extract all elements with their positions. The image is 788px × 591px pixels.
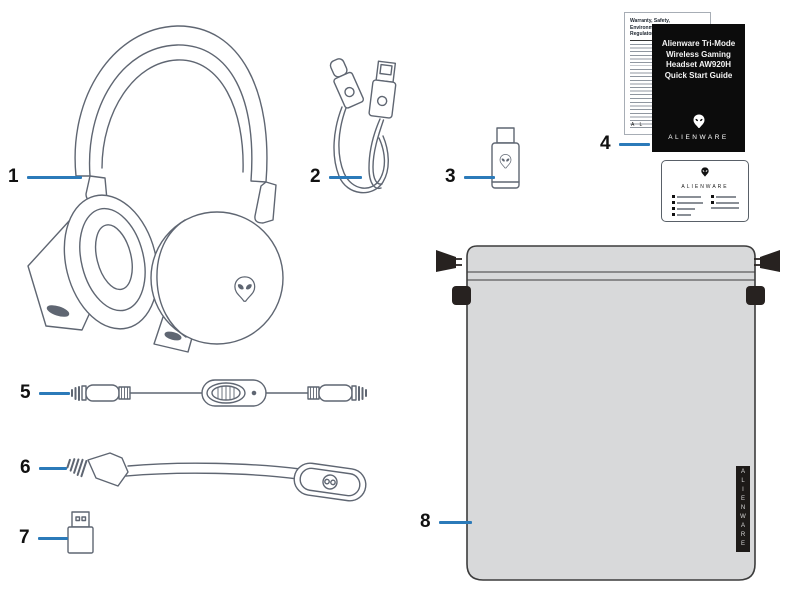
pouch-side-tab-right [746, 286, 765, 305]
callout-4-number: 4 [600, 133, 611, 154]
callout-4: 4 [600, 133, 650, 155]
usb-a-plug [368, 60, 397, 119]
usb-adapter-illustration [67, 511, 94, 554]
booklet-brand-wordmark: ALIENWARE [668, 134, 729, 141]
callout-5-number: 5 [20, 382, 31, 403]
callout-8-number: 8 [420, 511, 431, 532]
card-brand-wordmark: ALIENWARE [681, 184, 729, 190]
callout-7-number: 7 [19, 527, 30, 548]
callout-4-leader-line [618, 142, 650, 146]
card-fine-print [662, 195, 748, 216]
alien-head-logo-icon [701, 167, 709, 177]
callout-1: 1 [8, 166, 82, 188]
mic-capsule [293, 462, 367, 502]
callout-1-leader-line [26, 175, 82, 179]
callout-6-number: 6 [20, 457, 31, 478]
quick-start-guide-title: Alienware Tri-Mode Wireless Gaming Heads… [661, 39, 736, 80]
carrying-pouch-illustration [436, 245, 780, 581]
callout-7: 7 [19, 527, 68, 549]
callout-6-leader-line [38, 466, 67, 470]
callout-1-number: 1 [8, 166, 19, 187]
callout-8-leader-line [438, 520, 472, 524]
pouch-brand-tag: ALIENWARE [736, 466, 750, 552]
callout-2-leader-line [328, 175, 362, 179]
regulatory-doc-brand-partial: A L [631, 122, 645, 128]
callout-2-number: 2 [310, 166, 321, 187]
alien-head-logo-icon [234, 276, 256, 302]
callout-3-number: 3 [445, 166, 456, 187]
pouch-side-tab-left [452, 286, 471, 305]
alien-head-logo-icon [499, 154, 512, 169]
usb-c-plug [329, 58, 365, 109]
boom-microphone-illustration [66, 452, 367, 502]
quick-start-guide-booklet: Alienware Tri-Mode Wireless Gaming Heads… [652, 24, 745, 152]
alienware-card: ALIENWARE [661, 160, 749, 222]
callout-3: 3 [445, 166, 495, 188]
callout-5-leader-line [38, 391, 70, 395]
drawstring-toggle-left [436, 250, 456, 272]
callout-6: 6 [20, 457, 67, 479]
audio-cable-illustration [71, 379, 367, 407]
pouch-body [466, 245, 756, 581]
callout-8: 8 [420, 511, 472, 533]
wireless-dongle-illustration [491, 127, 520, 189]
usb-cable-illustration [329, 58, 397, 194]
callout-2: 2 [310, 166, 362, 188]
callout-7-leader-line [37, 536, 68, 540]
alien-head-logo-icon [693, 114, 705, 128]
headset-illustration [27, 25, 284, 353]
drawstring-toggle-right [760, 250, 780, 272]
pouch-brand-wordmark: ALIENWARE [740, 468, 746, 550]
callout-5: 5 [20, 382, 70, 404]
callout-3-leader-line [463, 175, 495, 179]
